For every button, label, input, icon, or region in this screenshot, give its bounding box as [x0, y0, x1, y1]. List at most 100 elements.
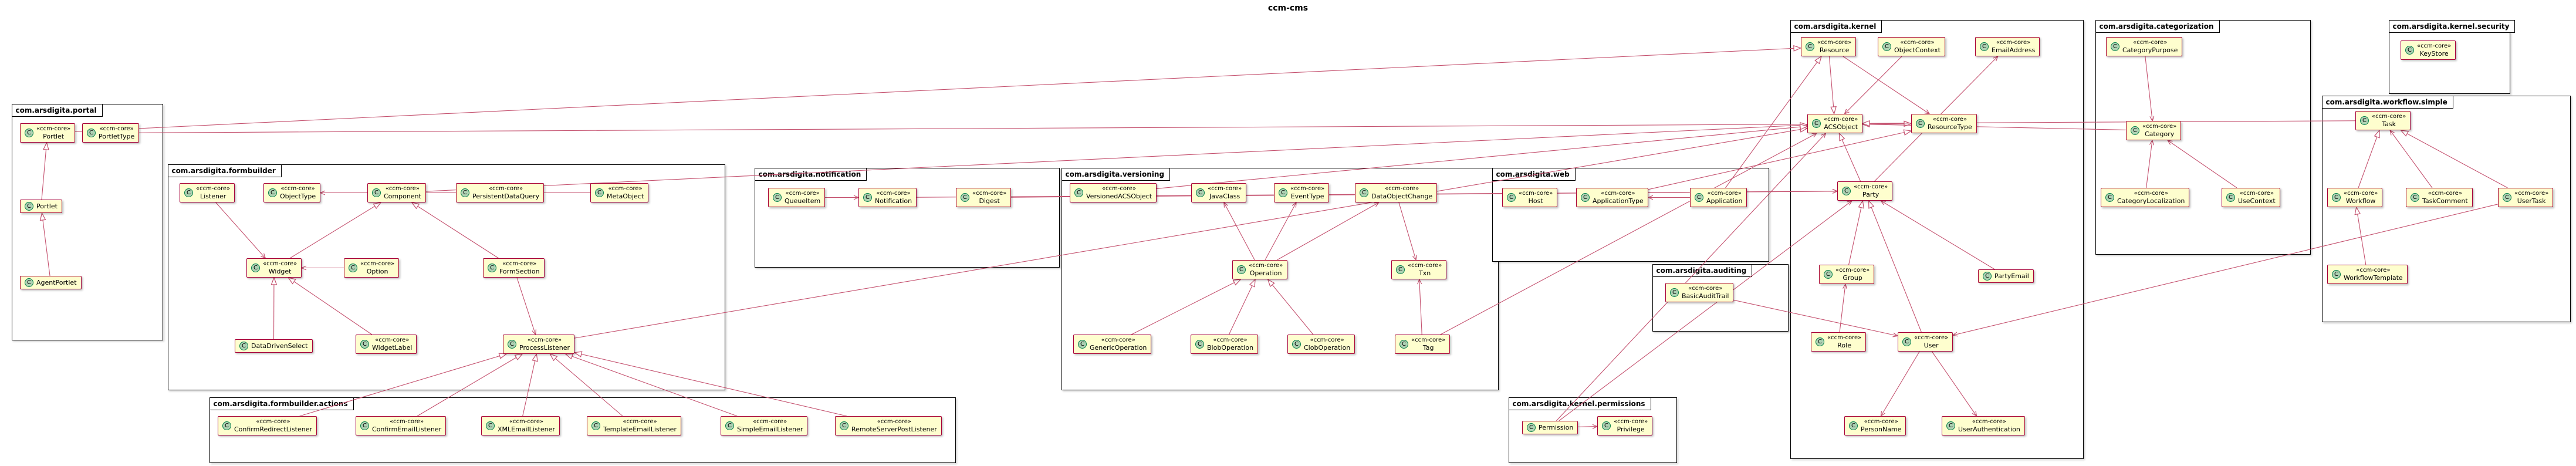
- class-name: ObjectContext: [1894, 46, 1941, 54]
- class-stereotype: «ccm-core»: [1249, 262, 1283, 269]
- class-icon: C: [25, 278, 33, 287]
- package-label-portal: com.arsdigita.portal: [11, 103, 103, 117]
- class-name: ConfirmEmailListener: [372, 426, 442, 433]
- class-fb_widget: C«ccm-core»Widget: [246, 258, 302, 278]
- class-name: AgentPortlet: [36, 279, 77, 286]
- class-text: «ccm-core»Option: [360, 261, 394, 275]
- package-kernel: com.arsdigita.kernel: [1790, 19, 2084, 459]
- class-text: «ccm-core»Tag: [1411, 337, 1445, 352]
- class-stereotype: «ccm-core»: [1932, 116, 1967, 123]
- class-stereotype: «ccm-core»: [1707, 190, 1742, 197]
- class-stereotype: «ccm-core»: [2356, 267, 2391, 273]
- class-stereotype: «ccm-core»: [2344, 190, 2378, 197]
- class-icon: C: [1842, 187, 1851, 195]
- class-wb_host: C«ccm-core»Host: [1502, 188, 1558, 207]
- class-text: «ccm-core»XMLEmailListener: [498, 418, 555, 433]
- class-ac_xmlemail: C«ccm-core»XMLEmailListener: [481, 416, 560, 435]
- class-name: SimpleEmailListener: [737, 426, 803, 433]
- class-name: Category: [2145, 130, 2175, 138]
- class-kn_userauth: C«ccm-core»UserAuthentication: [1942, 416, 2025, 435]
- class-stereotype: «ccm-core»: [1864, 418, 1898, 425]
- class-name: FormSection: [499, 268, 540, 275]
- class-stereotype: «ccm-core»: [502, 261, 537, 267]
- package-portal: com.arsdigita.portal: [11, 103, 163, 340]
- class-stereotype: «ccm-core»: [1688, 285, 1723, 292]
- class-name: MetaObject: [607, 193, 644, 200]
- class-icon: C: [2332, 193, 2341, 202]
- class-sc_keystore: C«ccm-core»KeyStore: [2401, 40, 2456, 60]
- class-icon: C: [1279, 188, 1287, 197]
- class-name: GenericOperation: [1090, 344, 1147, 352]
- class-text: «ccm-core»Notification: [875, 190, 912, 205]
- package-label-auditing: com.arsdigita.auditing: [1652, 264, 1753, 277]
- class-icon: C: [773, 193, 782, 202]
- class-stereotype: «ccm-core»: [360, 261, 395, 267]
- class-wf_workflowtemplate: C«ccm-core»WorkflowTemplate: [2327, 265, 2408, 284]
- edge-p_portlet_core--kn_resource: [75, 45, 1802, 132]
- class-stereotype: «ccm-core»: [36, 126, 71, 132]
- class-name: ApplicationType: [1593, 197, 1644, 205]
- class-stereotype: «ccm-core»: [1290, 185, 1325, 192]
- class-ac_remoteserverpost: C«ccm-core»RemoteServerPostListener: [835, 416, 942, 435]
- class-name: ProcessListener: [519, 344, 570, 352]
- class-stereotype: «ccm-core»: [2134, 190, 2168, 197]
- class-icon: C: [1902, 337, 1911, 346]
- class-nt_digest: C«ccm-core»Digest: [956, 188, 1012, 207]
- class-icon: C: [2405, 46, 2414, 55]
- class-text: «ccm-core»Task: [2372, 113, 2406, 128]
- class-name: CategoryPurpose: [2122, 46, 2178, 54]
- class-vs_doc: C«ccm-core»DataObjectChange: [1355, 183, 1438, 202]
- class-text: «ccm-core»DataObjectChange: [1371, 185, 1432, 200]
- class-text: «ccm-core»TemplateEmailListener: [603, 418, 677, 433]
- class-fb_metaobject: C «ccm-core»MetaObject: [590, 183, 649, 202]
- class-name: Group: [1843, 274, 1862, 282]
- class-stereotype: «ccm-core»: [1101, 185, 1137, 192]
- class-text: «ccm-core»Category: [2142, 123, 2176, 138]
- class-stereotype: «ccm-core»: [877, 418, 912, 425]
- diagram-title: ccm-cms: [1267, 4, 1309, 13]
- class-name: PortletType: [99, 133, 135, 140]
- class-icon: C: [1983, 272, 1992, 281]
- class-stereotype: «ccm-core»: [375, 337, 410, 343]
- class-text: «ccm-core»QueueItem: [785, 190, 820, 205]
- class-name: PartyEmail: [1994, 272, 2029, 280]
- class-text: «ccm-core»Group: [1835, 267, 1870, 282]
- class-name: DataDrivenSelect: [251, 342, 308, 350]
- class-icon: C: [595, 188, 604, 197]
- class-text: «ccm-core»VersionedACSObject: [1086, 185, 1152, 200]
- class-stereotype: «ccm-core»: [1914, 335, 1949, 341]
- class-stereotype: «ccm-core»: [1101, 337, 1135, 343]
- class-stereotype: «ccm-core»: [753, 418, 787, 425]
- class-stereotype: «ccm-core»: [1614, 418, 1648, 425]
- class-icon: C: [1882, 42, 1891, 51]
- class-icon: C: [1360, 188, 1368, 197]
- package-label-formbuilder: com.arsdigita.formbuilder: [167, 164, 282, 177]
- class-name: EmailAddress: [1992, 46, 2036, 54]
- class-text: «ccm-core»PersonName: [1861, 418, 1901, 433]
- class-vs_clobop: C«ccm-core»ClobOperation: [1287, 335, 1355, 354]
- class-text: «ccm-core»ApplicationType: [1593, 190, 1644, 205]
- class-icon: C: [349, 264, 357, 272]
- class-p_portlet_core: C«ccm-core»Portlet: [20, 123, 76, 143]
- class-kn_role: C«ccm-core»Role: [1811, 332, 1867, 352]
- class-icon: C: [2411, 193, 2419, 202]
- class-fb_objecttype: C«ccm-core»ObjectType: [263, 183, 321, 202]
- class-text: «ccm-core»UserAuthentication: [1958, 418, 2020, 433]
- class-kn_objectcontext: C«ccm-core»ObjectContext: [1878, 37, 1945, 56]
- class-stereotype: «ccm-core»: [1972, 418, 2007, 425]
- class-stereotype: «ccm-core»: [608, 185, 643, 192]
- class-stereotype: «ccm-core»: [1817, 39, 1852, 46]
- class-name: WorkflowTemplate: [2344, 274, 2403, 282]
- package-label-workflow_simple: com.arsdigita.workflow.simple: [2321, 95, 2453, 109]
- class-text: «ccm-core»Workflow: [2344, 190, 2378, 205]
- class-icon: C: [1078, 340, 1087, 349]
- class-stereotype: «ccm-core»: [99, 126, 134, 132]
- class-icon: C: [1980, 42, 1989, 51]
- class-text: «ccm-core»ClobOperation: [1304, 337, 1350, 352]
- class-ac_confirmemail: C«ccm-core»ConfirmEmailListener: [356, 416, 447, 435]
- class-text: «ccm-core»PortletType: [99, 126, 134, 140]
- class-stereotype: «ccm-core»: [389, 418, 424, 425]
- class-text: «ccm-core»ObjectType: [280, 185, 316, 200]
